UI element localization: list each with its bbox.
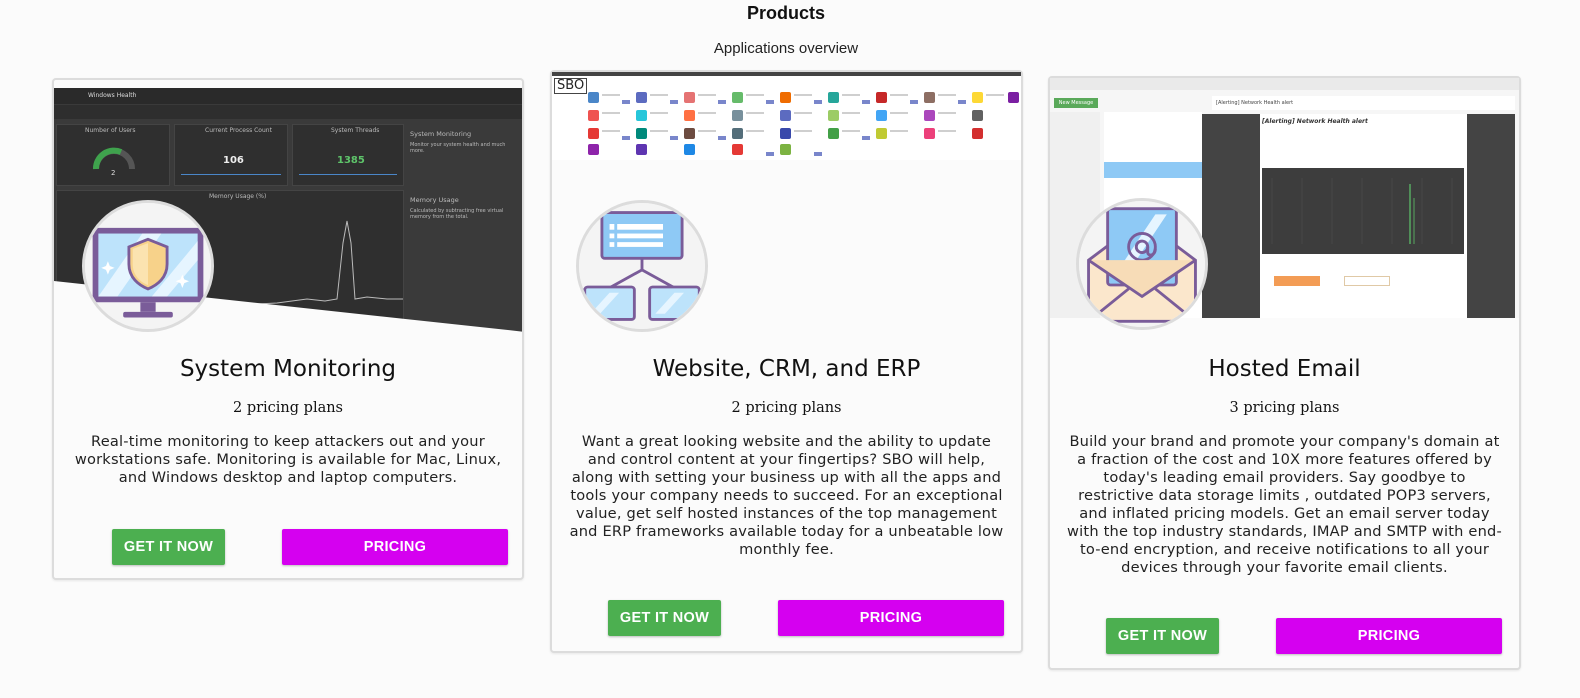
- email-body-title: [Alerting] Network Health alert: [1262, 118, 1368, 125]
- card-description: Build your brand and promote your compan…: [1067, 433, 1502, 576]
- panel-title: Current Process Count: [205, 127, 272, 134]
- panel-title: Number of Users: [85, 127, 136, 134]
- app-tiles-grid: [588, 92, 1019, 156]
- gauge-icon: [92, 147, 135, 170]
- product-screenshot: SBO: [552, 72, 1021, 160]
- email-chart: [1271, 178, 1453, 244]
- page-title: Products: [746, 3, 825, 23]
- card-title: Website, CRM, and ERP: [652, 356, 921, 382]
- chart-title: Memory Usage (%): [209, 193, 267, 200]
- get-it-now-button[interactable]: GET IT NOW: [1106, 618, 1219, 654]
- email-envelope-icon: [1076, 198, 1208, 330]
- apps-grid-screenshot: SBO: [552, 72, 1021, 160]
- dashboard-window-title: Windows Health: [88, 92, 137, 99]
- pricing-button[interactable]: PRICING: [1276, 618, 1502, 654]
- network-diagram-icon: [576, 200, 708, 332]
- side-title: Memory Usage: [410, 196, 459, 204]
- compose-button: New Message: [1054, 98, 1098, 108]
- card-description: Want a great looking website and the abi…: [569, 433, 1004, 558]
- email-subject-header: [Alerting] Network Health alert: [1212, 96, 1515, 110]
- panel-value: 106: [223, 155, 244, 166]
- panel-value: 1385: [337, 155, 365, 166]
- pricing-plans-count: 2 pricing plans: [731, 400, 842, 416]
- side-text: Calculated by subtracting free virtual m…: [410, 208, 504, 220]
- get-it-now-button[interactable]: GET IT NOW: [608, 600, 721, 636]
- card-title: System Monitoring: [179, 356, 397, 382]
- pricing-plans-count: 3 pricing plans: [1229, 400, 1340, 416]
- page-subtitle: Applications overview: [713, 40, 859, 57]
- side-text: Monitor your system health and much more…: [410, 142, 506, 154]
- panel-title: System Threads: [331, 127, 380, 134]
- product-card-website-crm-erp: SBO: [550, 70, 1023, 653]
- panel-value: 2: [111, 169, 116, 177]
- get-it-now-button[interactable]: GET IT NOW: [112, 529, 225, 565]
- product-card-hosted-email: New Message [Alerting] Network Health al…: [1048, 76, 1521, 670]
- pricing-button[interactable]: PRICING: [778, 600, 1004, 636]
- card-description: Real-time monitoring to keep attackers o…: [74, 433, 502, 486]
- shield-monitor-icon: [82, 200, 214, 332]
- product-card-system-monitoring: Windows Health Number of Users 2 Current…: [52, 78, 524, 580]
- pricing-button[interactable]: PRICING: [282, 529, 508, 565]
- sbo-logo: SBO: [554, 78, 588, 94]
- pricing-plans-count: 2 pricing plans: [232, 400, 344, 416]
- side-title: System Monitoring: [410, 130, 472, 138]
- card-title: Hosted Email: [1208, 356, 1361, 382]
